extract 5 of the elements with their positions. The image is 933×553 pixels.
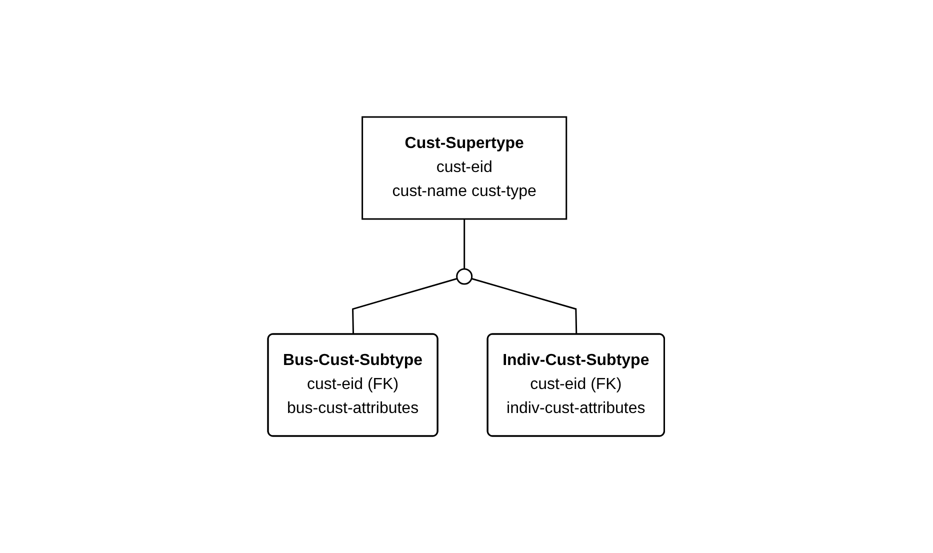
node-box: Cust-Supertype cust-eid cust-name cust-type xyxy=(362,116,568,220)
node-circle xyxy=(456,268,473,285)
connector xyxy=(352,278,458,335)
connector xyxy=(472,278,578,335)
connector xyxy=(464,219,466,269)
